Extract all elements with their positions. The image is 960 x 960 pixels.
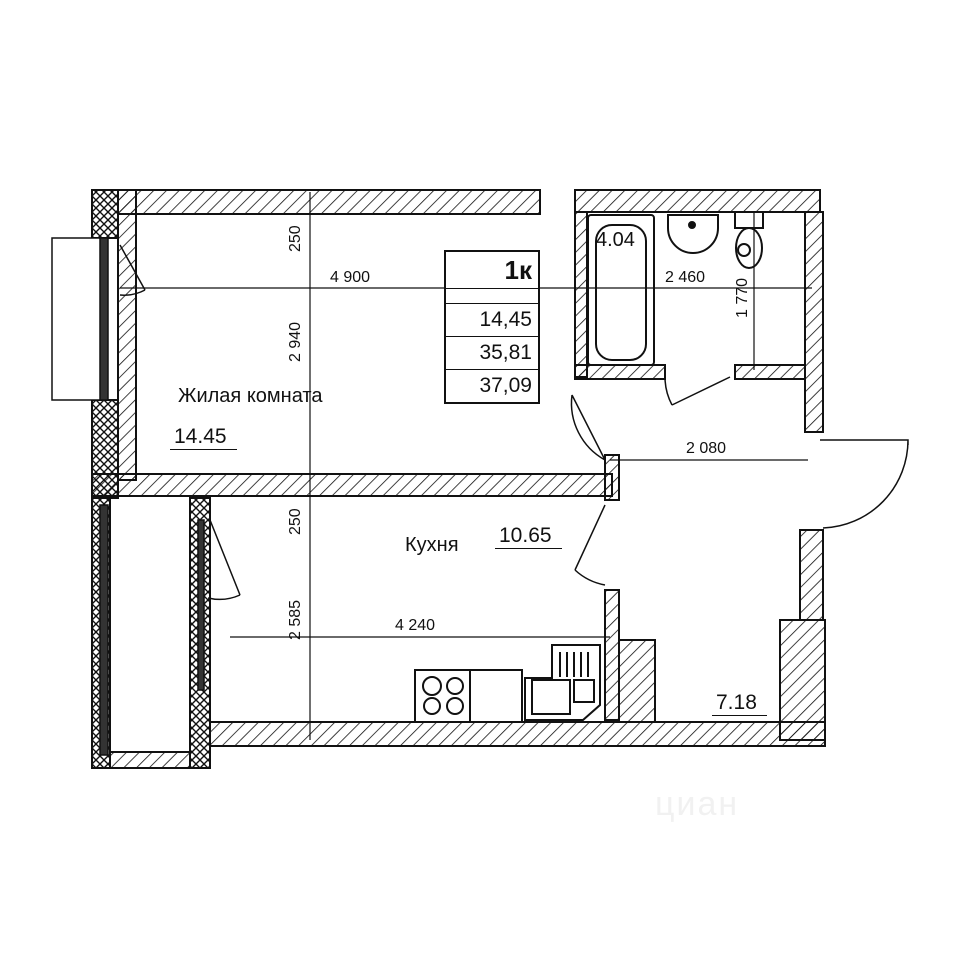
exterior-walls <box>91 189 826 769</box>
toilet-icon <box>734 211 764 269</box>
dim-kitchen-wall: 250 <box>287 508 304 535</box>
bathroom-area: 4.04 <box>596 229 635 251</box>
dim-kitchen-width: 4 240 <box>395 617 436 634</box>
total-area-value: 35,81 <box>446 337 538 370</box>
sink-icon <box>667 214 719 254</box>
bathtub-icon <box>587 214 655 366</box>
living-room-label: Жилая комната <box>178 385 323 407</box>
dim-hall-width: 2 080 <box>686 440 727 457</box>
kitchen-area: 10.65 <box>495 525 562 549</box>
living-area-value: 14,45 <box>446 304 538 337</box>
kitchen-label: Кухня <box>405 534 459 556</box>
apartment-type: 1к <box>446 252 538 289</box>
dim-living-depth: 2 940 <box>287 321 304 362</box>
watermark: циан <box>655 785 740 823</box>
dim-bath-width: 2 460 <box>665 269 706 286</box>
kitchen-sink-icon <box>524 644 601 721</box>
dim-bath-depth: 1 770 <box>734 277 751 318</box>
blank-row <box>446 289 538 304</box>
living-room-area: 14.45 <box>170 426 237 450</box>
hallway-area: 7.18 <box>712 692 767 716</box>
windows <box>51 237 205 756</box>
dim-kitchen-depth: 2 585 <box>287 599 304 640</box>
doors <box>119 244 909 601</box>
summary-table: 1к 14,45 35,81 37,09 <box>444 250 540 404</box>
total-area-balcony-value: 37,09 <box>479 374 532 397</box>
stove-icon <box>414 669 523 723</box>
dim-living-width: 4 900 <box>330 269 371 286</box>
dim-living-wall: 250 <box>287 225 304 252</box>
